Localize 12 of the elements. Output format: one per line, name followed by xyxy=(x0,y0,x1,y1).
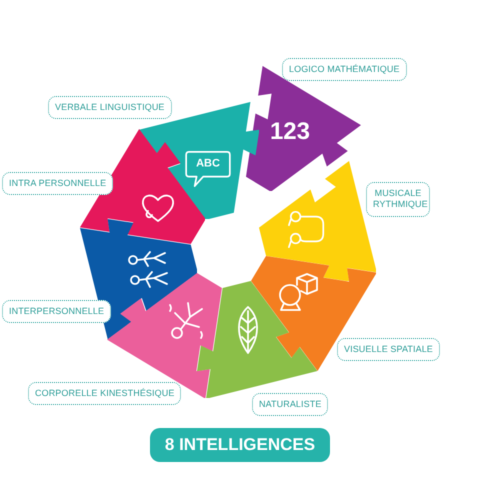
category-label: MUSICALE RYTHMIQUE xyxy=(366,182,430,216)
category-label: CORPORELLE KINESTHÉSIQUE xyxy=(28,382,182,406)
category-label: VISUELLE SPATIALE xyxy=(337,338,440,362)
title-banner: 8 INTELLIGENCES xyxy=(150,428,330,462)
category-label: VERBALE LINGUISTIQUE xyxy=(48,96,172,120)
puzzle-piece xyxy=(196,280,318,398)
numbers-text: 123 xyxy=(270,120,310,144)
letters-text: ABC xyxy=(196,158,220,170)
category-label: NATURALISTE xyxy=(252,393,328,416)
category-label: LOGICO MATHÉMATIQUE xyxy=(282,58,407,82)
category-label: INTERPERSONNELLE xyxy=(2,300,112,324)
category-label: INTRA PERSONNELLE xyxy=(2,172,114,196)
